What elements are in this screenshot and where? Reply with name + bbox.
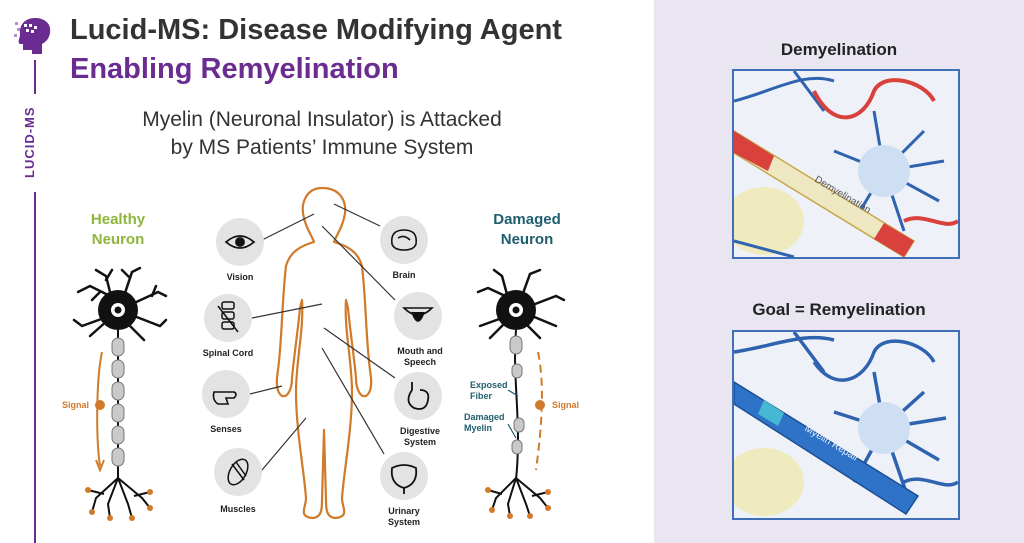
urinary-label-line-1: Urinary bbox=[388, 506, 420, 516]
bladder-icon bbox=[390, 464, 418, 494]
muscles-label: Muscles bbox=[220, 504, 256, 514]
page-title: Lucid-MS: Disease Modifying Agent bbox=[70, 14, 562, 46]
mouth-speech-label: Mouth and Speech bbox=[388, 346, 452, 368]
statement: Myelin (Neuronal Insulator) is Attacked … bbox=[96, 106, 548, 162]
damaged-myelin-line-1: Damaged bbox=[464, 412, 505, 422]
digestive-label-line-1: Digestive bbox=[399, 426, 441, 436]
senses-icon-circle bbox=[202, 370, 250, 418]
urinary-icon-circle bbox=[380, 452, 428, 500]
right-panel: Demyelination Demyelination Goal = Remye… bbox=[654, 0, 1024, 543]
damaged-neuron-label: Damaged Neuron bbox=[472, 210, 582, 250]
body-diagram bbox=[72, 186, 566, 521]
exposed-label-line-1: Exposed bbox=[470, 380, 508, 390]
senses-label: Senses bbox=[210, 424, 242, 434]
damaged-myelin-line-2: Myelin bbox=[464, 423, 493, 433]
healthy-neuron-label: Healthy Neuron bbox=[70, 210, 166, 250]
remyelination-goal-heading: Goal = Remyelination bbox=[752, 300, 926, 319]
mouth-label-line-1: Mouth and bbox=[397, 346, 443, 356]
eye-icon bbox=[224, 235, 256, 249]
remyelination-image: Myelin Repair bbox=[732, 330, 960, 520]
brain-label: Brain bbox=[392, 270, 416, 280]
exposed-label-line-2: Fiber bbox=[470, 391, 493, 401]
stomach-icon bbox=[407, 382, 430, 410]
statement-line-1: Myelin (Neuronal Insulator) is Attacked bbox=[142, 108, 502, 131]
digestive-label-line-2: System bbox=[403, 437, 437, 447]
mouth-label-line-2: Speech bbox=[403, 357, 436, 367]
hand-icon bbox=[212, 391, 237, 405]
vision-label: Vision bbox=[226, 272, 254, 282]
page-subtitle: Enabling Remyelination bbox=[70, 53, 399, 85]
left-rail: LUCID-MS bbox=[0, 0, 56, 543]
exposed-fiber-label: Exposed Fiber bbox=[470, 380, 508, 402]
connector-lines bbox=[249, 203, 396, 471]
digestive-system-label: Digestive System bbox=[388, 426, 452, 448]
statement-line-2: by MS Patients’ Immune System bbox=[170, 136, 474, 159]
brain-icon bbox=[390, 229, 418, 251]
mouth-icon bbox=[402, 307, 434, 322]
demyelination-image: Demyelination bbox=[732, 69, 960, 259]
healthy-neuron-icon bbox=[72, 266, 168, 521]
demyelination-heading: Demyelination bbox=[780, 40, 898, 59]
muscle-icon bbox=[227, 458, 249, 486]
healthy-label-line-1: Healthy bbox=[90, 211, 146, 228]
signal-label-right: Signal bbox=[552, 400, 580, 410]
brain-logo-icon bbox=[14, 18, 51, 54]
damaged-label-line-2: Neuron bbox=[500, 231, 554, 248]
damaged-label-line-1: Damaged bbox=[493, 211, 561, 228]
urinary-label-line-2: System bbox=[387, 517, 421, 527]
rail-divider-top bbox=[34, 60, 36, 94]
healthy-label-line-2: Neuron bbox=[91, 231, 145, 248]
spine-icon bbox=[217, 301, 239, 333]
digestive-icon-circle bbox=[394, 372, 442, 420]
rail-divider-bottom bbox=[34, 192, 36, 543]
damaged-neuron-icon bbox=[476, 268, 566, 519]
brain-icon-circle bbox=[380, 216, 428, 264]
human-body-outline bbox=[275, 186, 373, 520]
spinal-cord-label: Spinal Cord bbox=[202, 348, 254, 358]
signal-label-left: Signal bbox=[62, 400, 90, 410]
damaged-myelin-label: Damaged Myelin bbox=[464, 412, 505, 434]
urinary-system-label: Urinary System bbox=[374, 506, 434, 528]
